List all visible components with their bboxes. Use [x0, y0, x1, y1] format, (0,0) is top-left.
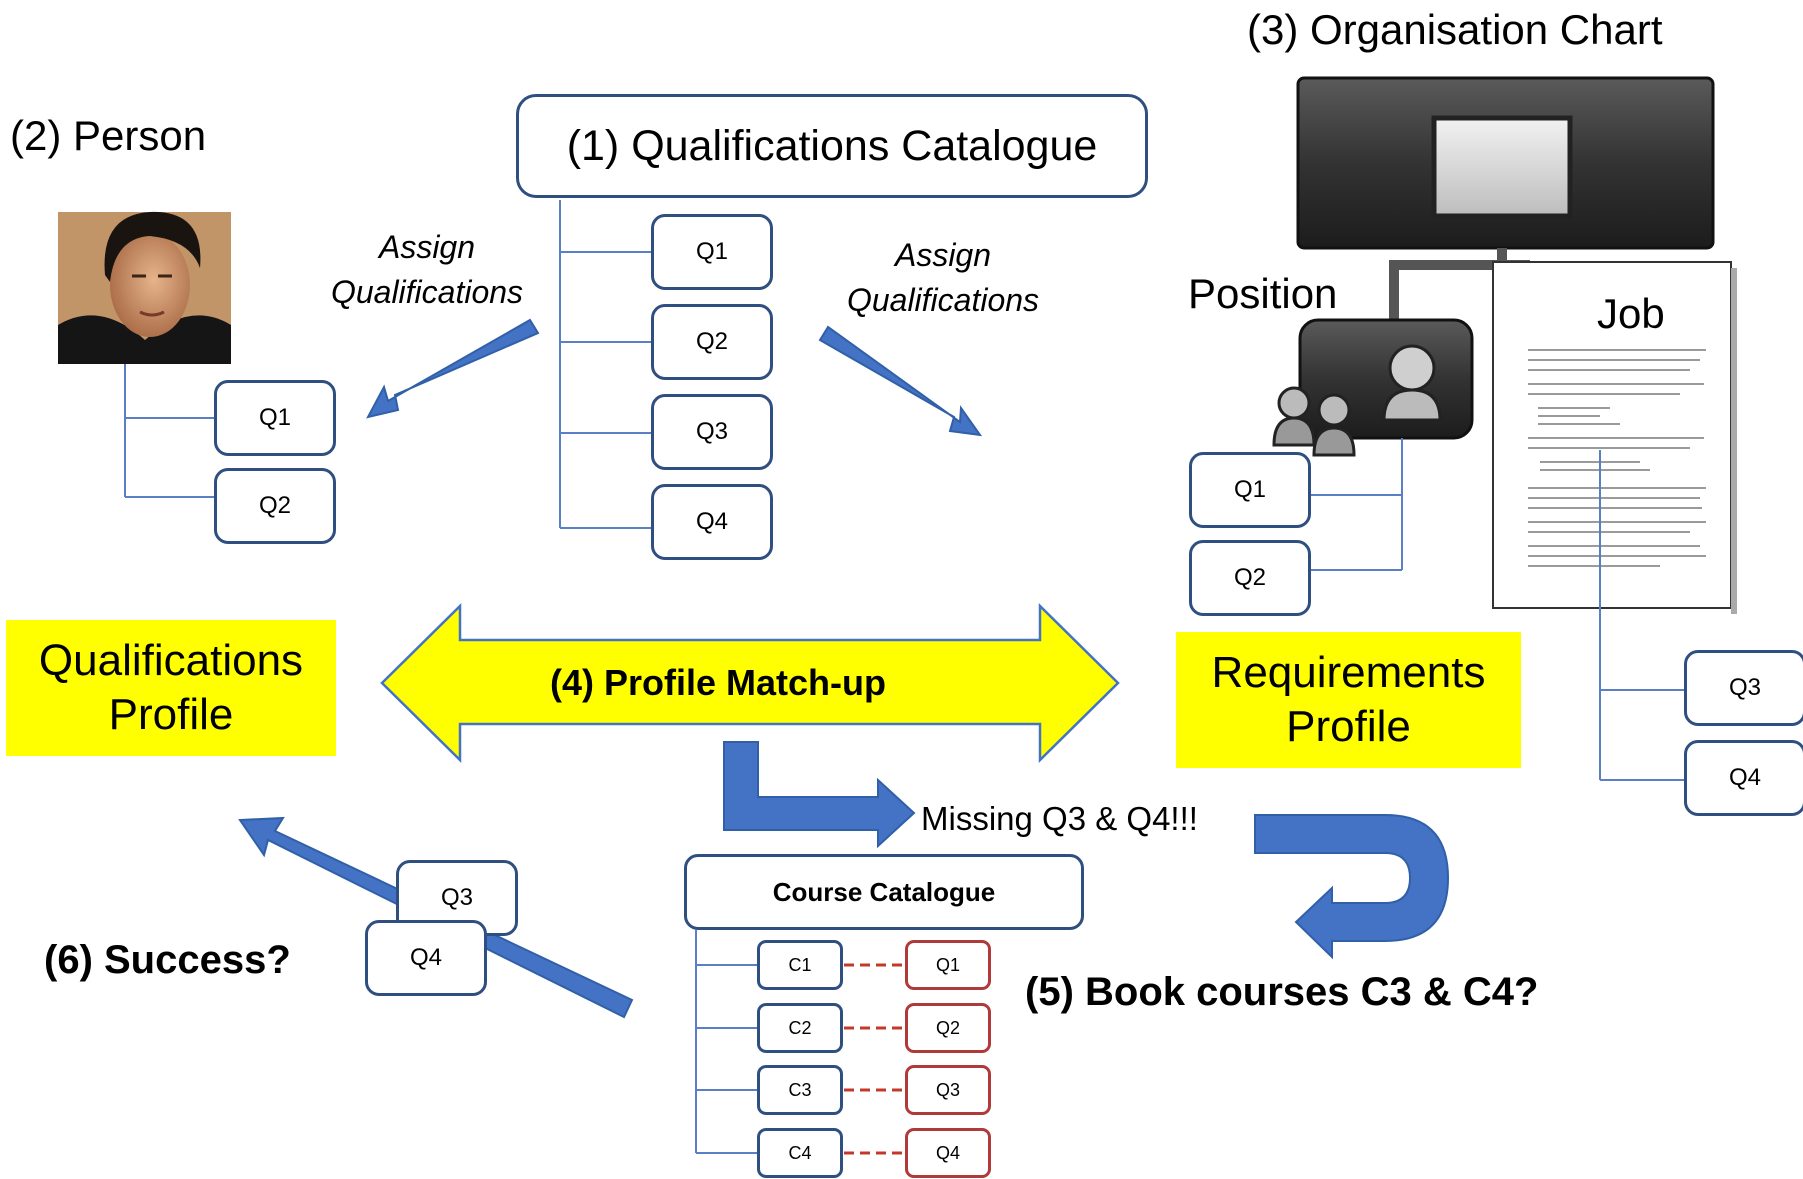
person-title: (2) Person — [10, 112, 207, 159]
job-q4: Q4 — [1684, 740, 1803, 816]
position-tree-lines — [1311, 438, 1403, 571]
person-q2: Q2 — [214, 468, 336, 544]
u-turn-arrow — [1254, 814, 1450, 960]
course-catalogue-title: Course Catalogue — [772, 876, 996, 907]
assign-left-label: Assign Qualifications — [314, 225, 540, 315]
person-tree-lines — [124, 362, 214, 498]
assign-right-line1: Assign — [894, 237, 992, 273]
catalogue-tree-lines — [559, 200, 651, 529]
course-c2: C2 — [757, 1003, 843, 1053]
person-photo — [58, 211, 231, 364]
assign-left-arrow — [366, 318, 540, 419]
success-q4: Q4 — [365, 920, 487, 996]
assign-right-label: Assign Qualifications — [830, 233, 1056, 323]
catalogue-q2: Q2 — [651, 304, 773, 380]
job-label: Job — [1597, 290, 1665, 337]
assign-right-arrow — [818, 325, 983, 437]
course-q3: Q3 — [905, 1065, 991, 1115]
org-chart-graphic — [1272, 76, 1737, 614]
course-c4: C4 — [757, 1128, 843, 1178]
assign-right-line2: Qualifications — [846, 282, 1040, 318]
position-q1: Q1 — [1189, 452, 1311, 528]
catalogue-q4: Q4 — [651, 484, 773, 560]
missing-arrow — [723, 741, 916, 849]
course-q4: Q4 — [905, 1128, 991, 1178]
book-courses-label: (5) Book courses C3 & C4? — [1025, 970, 1539, 1014]
course-c3: C3 — [757, 1065, 843, 1115]
org-chart-title: (3) Organisation Chart — [1247, 6, 1663, 53]
course-links — [844, 963, 905, 1155]
qualifications-profile-label: Qualifications Profile — [6, 620, 336, 756]
profile-match-label: (4) Profile Match-up — [550, 662, 887, 703]
course-q1: Q1 — [905, 940, 991, 990]
profile-match-double-arrow — [380, 603, 1120, 763]
qualifications-catalogue-box: (1) Qualifications Catalogue — [516, 94, 1148, 198]
course-q2: Q2 — [905, 1003, 991, 1053]
assign-left-line1: Assign — [378, 229, 476, 265]
job-q3: Q3 — [1684, 650, 1803, 726]
course-c1: C1 — [757, 940, 843, 990]
requirements-profile-line2: Profile — [1286, 702, 1411, 751]
catalogue-q3: Q3 — [651, 394, 773, 470]
catalogue-q1: Q1 — [651, 214, 773, 290]
job-document-text-lines — [1528, 349, 1706, 567]
qualifications-catalogue-title: (1) Qualifications Catalogue — [566, 121, 1098, 170]
success-label: (6) Success? — [44, 938, 291, 982]
course-tree-lines — [695, 930, 757, 1154]
job-tree-lines — [1599, 450, 1684, 781]
qualifications-profile-line2: Profile — [108, 690, 234, 739]
missing-label: Missing Q3 & Q4!!! — [921, 800, 1198, 837]
user-icons — [1272, 344, 1442, 457]
qualifications-profile-line1: Qualifications — [38, 636, 304, 685]
course-catalogue-box: Course Catalogue — [684, 854, 1084, 930]
person-q1: Q1 — [214, 380, 336, 456]
position-q2: Q2 — [1189, 540, 1311, 616]
position-label: Position — [1188, 270, 1338, 317]
assign-left-line2: Qualifications — [330, 274, 524, 310]
requirements-profile-label: Requirements Profile — [1176, 632, 1521, 768]
requirements-profile-line1: Requirements — [1211, 648, 1486, 697]
